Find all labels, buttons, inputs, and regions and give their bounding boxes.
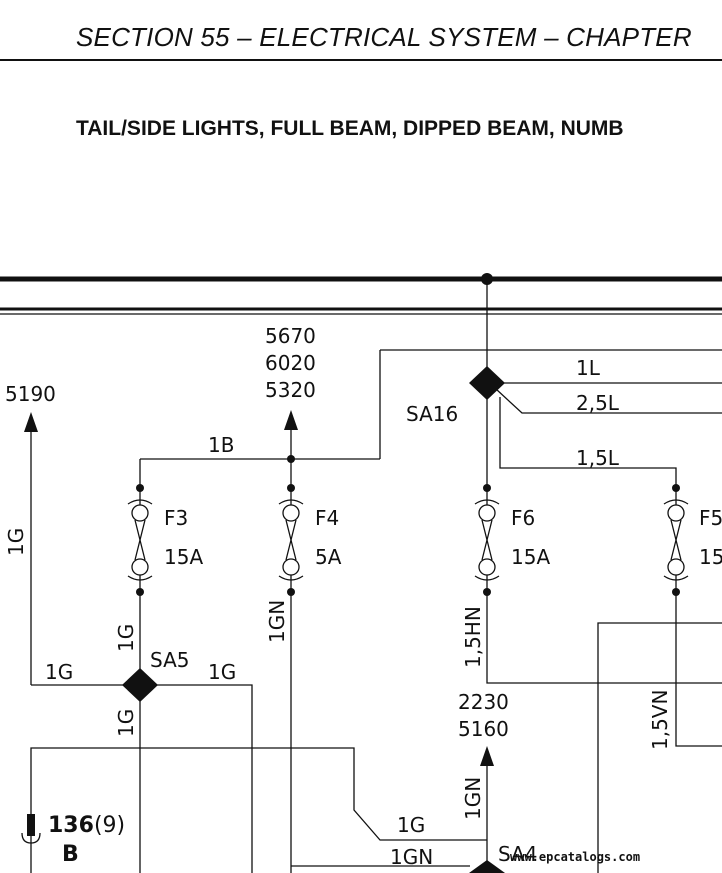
fuse-f4-rating: 5A	[315, 545, 342, 569]
splice-sa16-label: SA16	[406, 402, 458, 426]
connector-number-value: 136	[48, 813, 94, 838]
splice-sa5-diamond	[122, 668, 158, 702]
fuse-f3-name: F3	[164, 506, 188, 530]
ref-5190: 5190	[5, 382, 56, 406]
fuse-f3-symbol	[127, 488, 153, 592]
wire-label-1g-sa5-up: 1G	[114, 624, 138, 652]
fuse-f4-symbol	[278, 488, 304, 592]
wire-label-1gn-bottom: 1GN	[390, 845, 433, 869]
fuse-f3-rating: 15A	[164, 545, 203, 569]
wire-label-1-5hn: 1,5HN	[461, 606, 485, 668]
wire-label-1g-bottom: 1G	[397, 813, 425, 837]
splices	[122, 366, 505, 873]
diagram-title: TAIL/SIDE LIGHTS, FULL BEAM, DIPPED BEAM…	[76, 117, 624, 140]
ref-5670: 5670	[265, 324, 316, 348]
wire-label-1g-sa5-left: 1G	[45, 660, 73, 684]
connector-cup	[21, 832, 41, 844]
fuse-f5-symbol	[663, 488, 689, 592]
splice-sa4-label: SA4	[498, 842, 537, 866]
arrow-2230	[480, 746, 494, 766]
ref-5160: 5160	[458, 717, 509, 741]
wire-label-1l: 1L	[576, 356, 601, 380]
connector-pin-bar	[27, 814, 35, 836]
ref-2230: 2230	[458, 690, 509, 714]
wire-label-1gn-f4: 1GN	[265, 600, 289, 643]
fuse-f4-name: F4	[315, 506, 339, 530]
ref-6020: 6020	[265, 351, 316, 375]
splice-sa4-diamond	[469, 860, 505, 873]
wire-label-1b: 1B	[208, 433, 234, 457]
connector-letter: B	[62, 842, 79, 867]
wire-label-1gn-2230: 1GN	[461, 777, 485, 820]
wire-label-2-5l: 2,5L	[576, 391, 620, 415]
fuse-f5-rating: 15	[699, 545, 722, 569]
wire-label-1g-sa5-down: 1G	[114, 709, 138, 737]
wire-sa5-right	[154, 684, 253, 873]
header-rule	[0, 59, 722, 61]
wire-1-5hn	[486, 592, 722, 684]
arrow-5670	[284, 410, 298, 430]
arrow-5190	[24, 412, 38, 432]
splice-sa5-label: SA5	[150, 648, 189, 672]
wire-label-1g-left: 1G	[4, 528, 28, 556]
arrows	[24, 410, 494, 766]
fuse-f6-symbol	[474, 488, 500, 592]
wire-label-1-5l: 1,5L	[576, 446, 620, 470]
junction-1b	[287, 455, 295, 463]
splice-sa16-diamond	[469, 366, 505, 400]
connector-number: 136(9)	[48, 813, 125, 838]
connector-pin: (9)	[94, 813, 125, 838]
junction-dots	[136, 273, 680, 596]
wire-2-5l	[495, 388, 722, 414]
wire-lines	[0, 276, 722, 873]
connector-136-symbol	[21, 814, 41, 844]
fuse-f6-rating: 15A	[511, 545, 550, 569]
fuse-f5-name: F5	[699, 506, 722, 530]
junction-bus	[481, 273, 493, 285]
wire-right-loop	[597, 622, 722, 873]
fuse-symbols	[127, 488, 689, 592]
watermark: www.epcatalogs.com	[510, 850, 641, 864]
ref-5320: 5320	[265, 378, 316, 402]
wire-1-5vn	[675, 592, 722, 747]
wire-label-1-5vn: 1,5VN	[648, 690, 672, 750]
section-header: SECTION 55 – ELECTRICAL SYSTEM – CHAPTER	[76, 22, 692, 52]
wire-label-1g-sa5-right: 1G	[208, 660, 236, 684]
wire-1g-bottom	[30, 747, 487, 873]
fuse-f6-name: F6	[511, 506, 535, 530]
wire-1-5l	[499, 397, 677, 488]
